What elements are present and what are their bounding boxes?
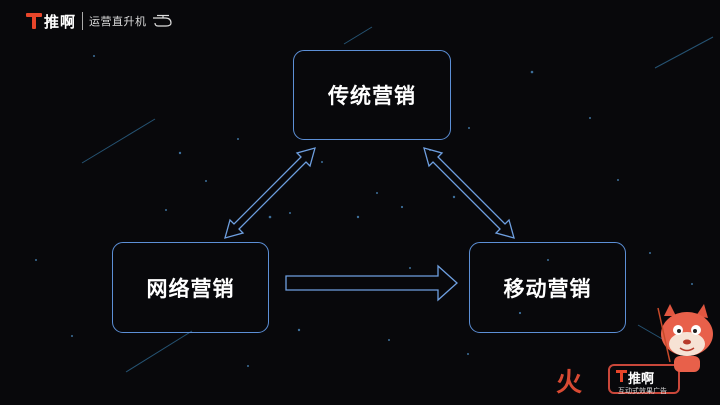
star-dot — [388, 339, 390, 341]
star-dot — [530, 70, 534, 74]
star-dot — [547, 259, 549, 261]
meteor-streak — [125, 330, 193, 373]
helicopter-icon — [152, 14, 172, 27]
watermark-t-icon — [616, 370, 627, 383]
double-arrow-top-right — [423, 147, 515, 239]
star-dot — [356, 215, 360, 219]
meteor-streak — [637, 324, 665, 341]
arrow-left-to-right — [285, 264, 458, 302]
star-dot — [289, 212, 291, 214]
meteor-streak — [81, 118, 156, 164]
node-online-marketing: 网络营销 — [112, 242, 269, 333]
watermark-fire-text: 火 — [556, 368, 583, 398]
star-dot — [205, 180, 207, 182]
star-dot — [589, 117, 591, 119]
star-dot — [237, 138, 239, 140]
logo-divider — [82, 12, 84, 30]
meteor-streak — [343, 26, 373, 45]
star-dot — [468, 127, 470, 129]
star-dot — [247, 365, 249, 367]
node-traditional-marketing: 传统营销 — [293, 50, 451, 140]
star-dot — [617, 179, 619, 181]
star-dot — [321, 161, 323, 163]
star-dot — [467, 353, 469, 355]
logo-tagline: 运营直升机 — [89, 15, 147, 28]
logo-t-icon — [26, 12, 42, 30]
star-dot — [409, 267, 411, 269]
node-mobile-marketing: 移动营销 — [469, 242, 626, 333]
star-dot — [452, 195, 456, 199]
star-dot — [268, 215, 272, 219]
meteor-streak — [654, 36, 714, 69]
star-dot — [165, 209, 167, 211]
star-dot — [35, 259, 37, 261]
star-dot — [297, 328, 301, 332]
mascot-icon — [657, 304, 713, 372]
star-dot — [71, 335, 73, 337]
watermark-badge: 火 推啊 互动式效果广告 — [556, 304, 716, 405]
watermark-frame — [608, 364, 680, 394]
watermark-subtitle: 互动式效果广告 — [618, 387, 667, 395]
star-dot — [518, 311, 522, 315]
star-dot — [691, 283, 693, 285]
brand-logo: 推啊 运营直升机 — [26, 10, 173, 32]
watermark-brand: 推啊 — [628, 372, 655, 387]
logo-brand-name: 推啊 — [44, 12, 77, 31]
star-dot — [400, 205, 404, 209]
star-dot — [93, 55, 95, 57]
double-arrow-top-left — [224, 147, 316, 239]
star-dot — [178, 151, 182, 155]
star-dot — [649, 252, 651, 254]
star-dot — [376, 192, 378, 194]
